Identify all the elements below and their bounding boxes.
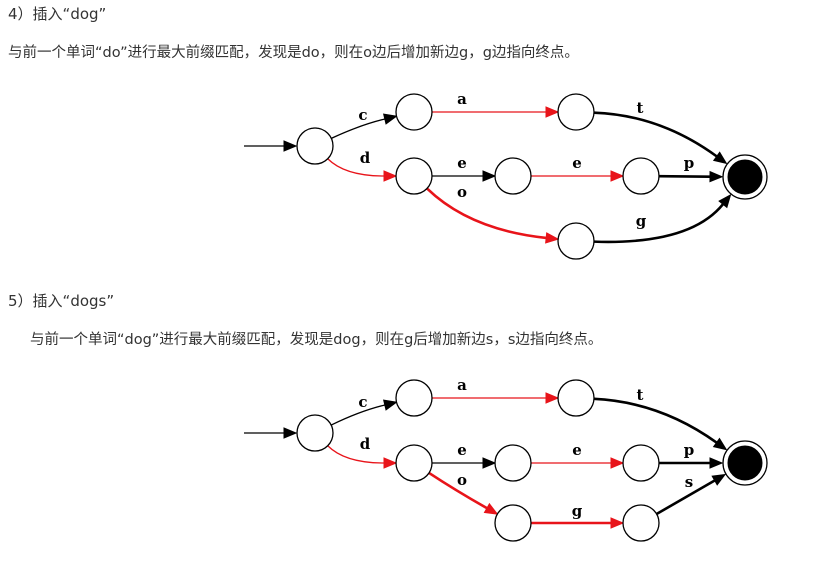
edge-g-line xyxy=(594,204,723,242)
dfa-diagram-insert-dog: c d a t e e p o g xyxy=(0,80,839,280)
edge-label-c: c xyxy=(358,106,367,124)
state-node xyxy=(558,94,594,130)
edge-e1-arrowhead xyxy=(483,171,495,181)
state-node xyxy=(495,158,531,194)
entry-arrow-arrowhead xyxy=(284,141,296,151)
edge-t-line xyxy=(594,113,717,157)
edge-t-arrowhead xyxy=(714,152,727,163)
edge-d-arrowhead xyxy=(384,458,396,468)
edge-label-a: a xyxy=(457,376,467,394)
state-node xyxy=(623,505,659,541)
edge-d-line xyxy=(328,159,384,176)
edge-d-arrowhead xyxy=(384,171,396,181)
edge-label-e1: e xyxy=(457,154,467,172)
edge-a-arrowhead xyxy=(546,107,558,117)
final-state-node xyxy=(723,155,767,199)
start-state-node xyxy=(297,128,333,164)
edge-e1-arrowhead xyxy=(483,458,495,468)
edge-label-p: p xyxy=(684,441,695,459)
edge-label-g: g xyxy=(636,212,647,230)
final-state-node xyxy=(723,441,767,485)
edge-e2-arrowhead xyxy=(611,458,623,468)
state-node xyxy=(495,505,531,541)
state-node xyxy=(623,158,659,194)
state-node xyxy=(558,223,594,259)
edge-label-s: s xyxy=(685,473,693,491)
edge-label-e2: e xyxy=(572,441,582,459)
edge-d-line xyxy=(328,446,384,463)
state-node xyxy=(623,445,659,481)
edge-e2-arrowhead xyxy=(611,171,623,181)
edge-c-arrowhead xyxy=(384,400,397,410)
section-heading-insert-dog: 4）插入“dog” xyxy=(8,5,106,23)
edge-c-arrowhead xyxy=(384,114,397,124)
section-heading-insert-dogs: 5）插入“dogs” xyxy=(8,292,114,310)
section-paragraph-insert-dogs: 与前一个单词“dog”进行最大前缀匹配，发现是dog，则在g后增加新边s，s边指… xyxy=(30,331,602,349)
edge-o-line xyxy=(427,188,546,237)
state-node xyxy=(495,445,531,481)
edge-s-arrowhead xyxy=(712,474,725,484)
edge-t-line xyxy=(594,399,717,443)
edge-label-d: d xyxy=(360,149,371,167)
edge-label-p: p xyxy=(684,154,695,172)
edge-label-e1: e xyxy=(457,441,467,459)
edge-label-o: o xyxy=(457,471,467,489)
state-node xyxy=(396,94,432,130)
edge-label-o: o xyxy=(457,183,467,201)
edge-label-d: d xyxy=(360,435,371,453)
edge-label-e2: e xyxy=(572,154,582,172)
edge-o-arrowhead xyxy=(484,504,497,514)
edge-label-t: t xyxy=(637,386,644,404)
edge-label-t: t xyxy=(637,99,644,117)
edge-label-g: g xyxy=(572,502,583,520)
edge-p-arrowhead xyxy=(710,458,722,468)
start-state-node xyxy=(297,415,333,451)
edge-a-arrowhead xyxy=(546,393,558,403)
edge-p-arrowhead xyxy=(710,172,722,182)
edge-label-c: c xyxy=(358,393,367,411)
edge-label-a: a xyxy=(457,90,467,108)
state-node xyxy=(396,445,432,481)
dfa-diagram-insert-dogs: c d a t e e p o g s xyxy=(0,365,839,565)
section-paragraph-insert-dog: 与前一个单词“do”进行最大前缀匹配，发现是do，则在o边后增加新边g，g边指向… xyxy=(8,44,579,62)
edge-t-arrowhead xyxy=(714,439,727,450)
edge-g-arrowhead xyxy=(611,518,623,528)
state-node xyxy=(396,158,432,194)
entry-arrow-arrowhead xyxy=(284,428,296,438)
edge-o-arrowhead xyxy=(546,233,558,243)
state-node xyxy=(396,380,432,416)
state-node xyxy=(558,380,594,416)
